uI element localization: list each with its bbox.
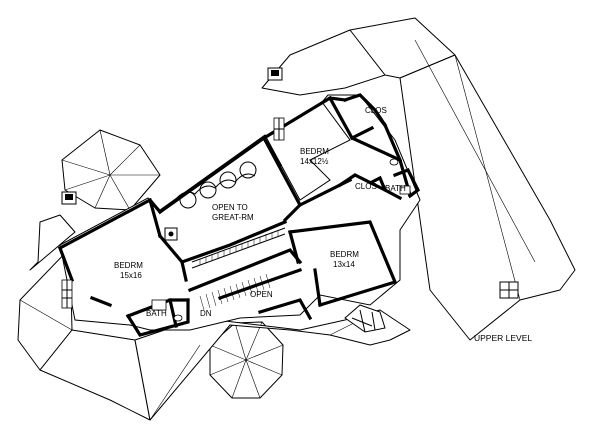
bath-1-label: BATH: [146, 309, 167, 318]
dormer-right: [499, 281, 519, 299]
turret-roof-left: [61, 129, 161, 211]
bedroom-2-size: 14x12½: [300, 157, 329, 166]
stairs: [199, 273, 271, 311]
bedroom-3-name: BEDRM: [330, 250, 359, 259]
bedroom-1-name: BEDRM: [114, 261, 143, 270]
bath-2-label: BATH: [385, 184, 406, 193]
open-label: OPEN: [250, 290, 273, 299]
stair-railing: [191, 227, 286, 269]
great-room-windows: [174, 161, 257, 209]
roof-top-right: [261, 17, 576, 341]
open-to-great-rm-line2: GREAT-RM: [212, 213, 254, 222]
bedroom-2-name: BEDRM: [300, 147, 329, 156]
bay-window-bottom: [344, 304, 386, 333]
chimney-left: [61, 191, 77, 205]
turret-roof-bottom: [209, 321, 284, 399]
closet-1-label: CLOS: [365, 106, 387, 115]
chimney-top: [267, 67, 283, 81]
open-to-great-rm-line1: OPEN TO: [212, 203, 248, 212]
bath-fixtures-left: [151, 299, 183, 322]
fireplace: [164, 227, 178, 241]
roof-left-wing: [17, 214, 151, 421]
window-grid-top: [273, 117, 285, 141]
closet-2-label: CLOS: [355, 182, 377, 191]
level-label: UPPER LEVEL: [474, 333, 532, 343]
bath-fixtures-right: [389, 158, 411, 195]
bedroom-1-size: 15x16: [120, 271, 142, 280]
down-label: DN: [200, 309, 212, 318]
window-grid-left: [61, 279, 73, 309]
room-labels: BEDRM 15x16 BATH DN OPEN TO GREAT-RM OPE…: [114, 106, 532, 343]
bedroom-3-size: 13x14: [333, 260, 355, 269]
walls: [57, 93, 421, 337]
